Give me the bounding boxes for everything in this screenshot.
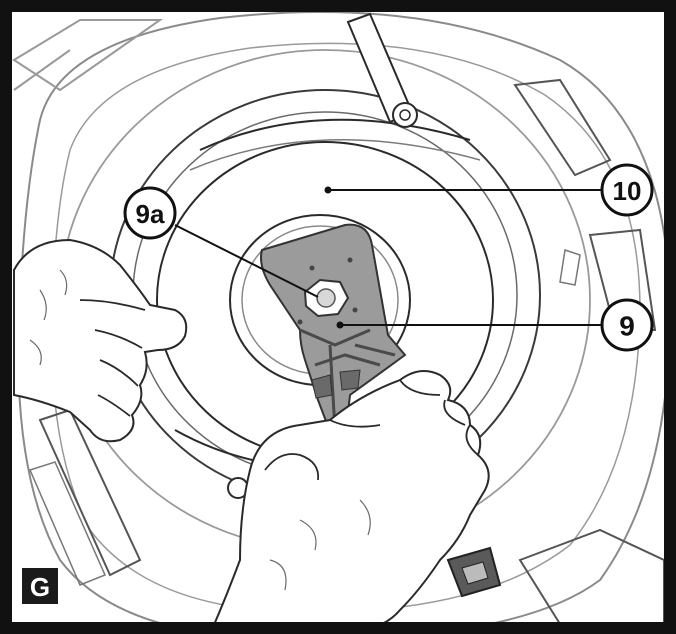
housing-rail-upper: [199, 118, 471, 151]
deck-vent-upper: [513, 78, 612, 177]
spanner-tool-rivet-2: [347, 257, 353, 263]
right-hand-fingers: [329, 379, 479, 456]
left-hand-knuckles: [79, 299, 146, 417]
latch-pivot-center: [399, 109, 411, 121]
leader-dot-9: [336, 321, 344, 329]
spanner-tool-rivet-4: [352, 307, 358, 313]
deck-outer-shell: [17, 12, 664, 624]
spanner-tool-body: [260, 223, 407, 447]
callout-10-label: 10: [613, 176, 642, 206]
deck-step-bottom-right: [518, 528, 664, 624]
callout-9-label: 9: [619, 311, 635, 342]
deck-inner-shell: [50, 42, 641, 613]
housing-rail-upper-2: [189, 139, 481, 171]
panel-letter: G: [30, 572, 50, 602]
spanner-tool-rivet-3: [297, 319, 303, 325]
left-hand: [13, 238, 188, 443]
spanner-tool-ribs: [299, 328, 396, 431]
scene: 9a 10 9 G: [12, 12, 664, 624]
right-hand-outline: [213, 370, 490, 624]
leader-line-9a: [174, 224, 319, 298]
deck-vent-left: [38, 408, 142, 577]
left-hand-outline: [13, 238, 188, 443]
latch-pivot: [392, 102, 418, 128]
left-hand-wrinkles: [29, 269, 68, 366]
deck-vent-lower: [588, 228, 657, 331]
callout-9a-label: 9a: [136, 199, 165, 229]
deck-vent-strip: [559, 249, 581, 286]
right-hand: [213, 370, 490, 624]
leader-dot-10: [324, 186, 332, 194]
right-hand-thumb: [264, 453, 320, 481]
spanner-tool-slots: [311, 369, 361, 399]
callout-9: 9: [600, 298, 654, 352]
spanner-tool-rivet-1: [309, 265, 315, 271]
callout-9a: 9a: [123, 186, 177, 240]
panel-badge: G: [22, 568, 58, 604]
deck-corner-bracket-inner: [13, 49, 71, 91]
hex-socket-bolt: [316, 288, 336, 308]
deck-corner-bracket: [12, 19, 164, 92]
spanner-tool-tail-slot: [461, 561, 489, 585]
callout-10: 10: [600, 163, 654, 217]
deck-vent-left-inner: [28, 461, 107, 586]
right-hand-wrinkles: [269, 499, 371, 591]
spanner-tool: [260, 223, 502, 598]
